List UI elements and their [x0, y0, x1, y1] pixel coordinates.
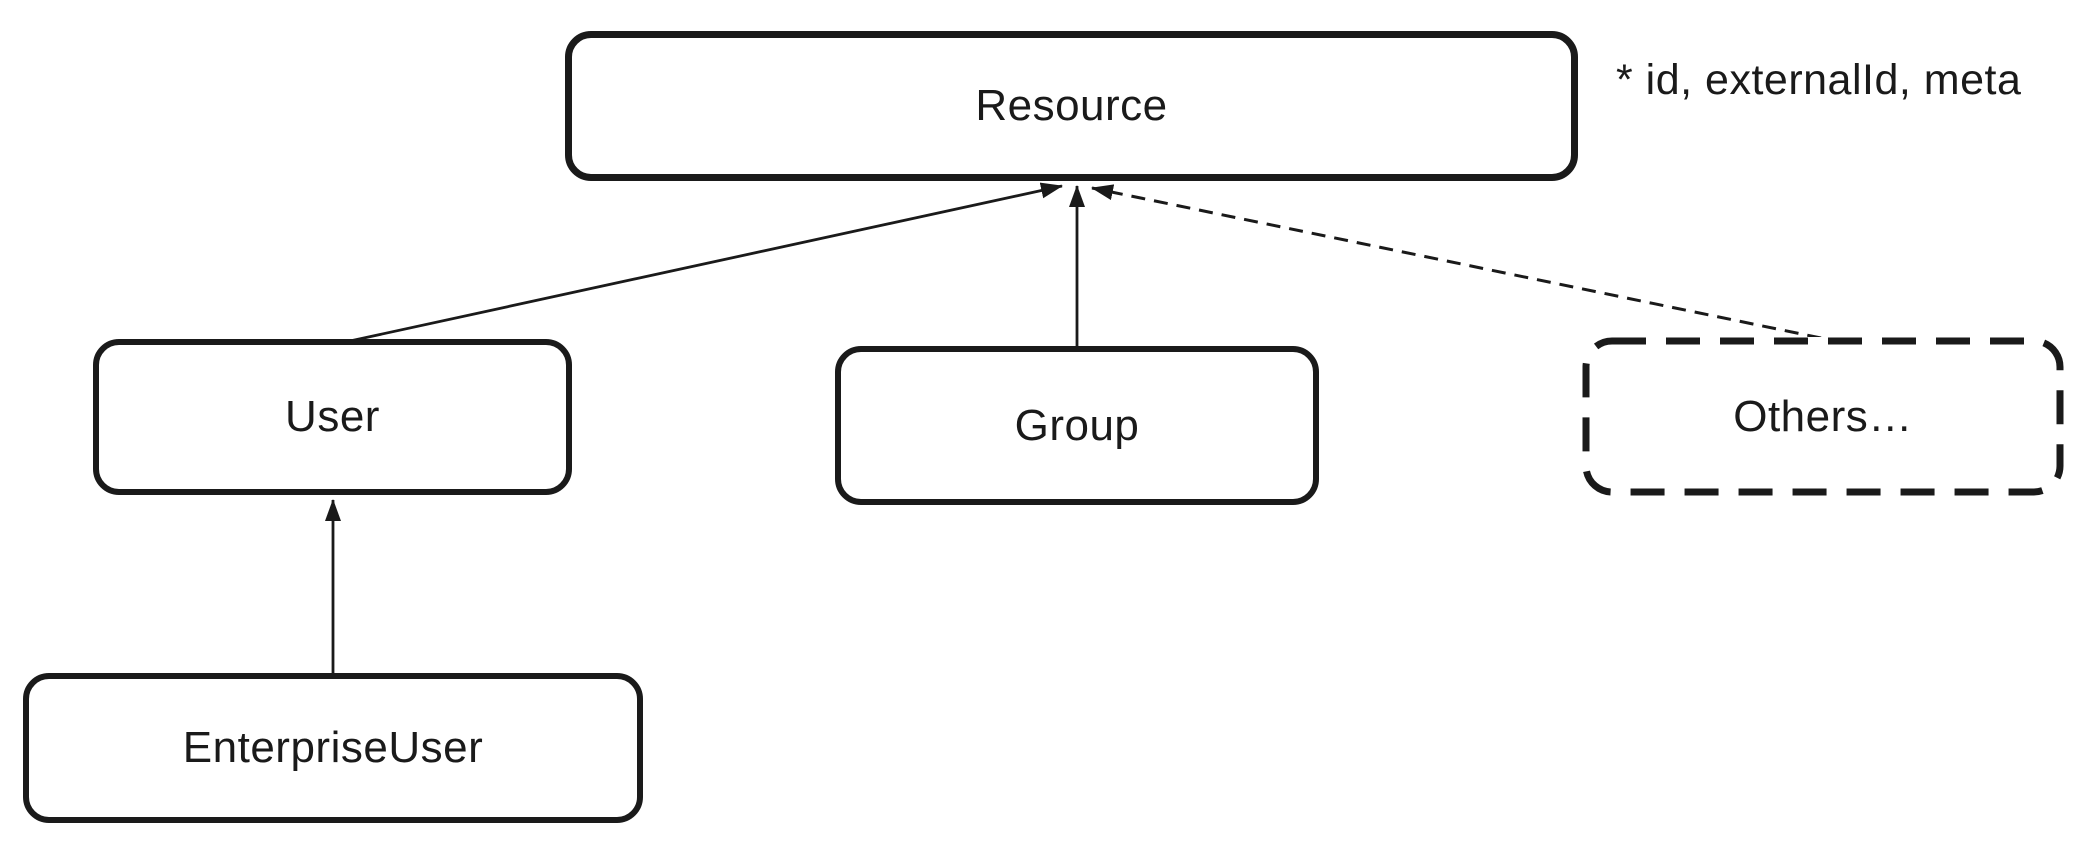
node-group: Group	[835, 346, 1319, 505]
node-others: Others…	[1582, 337, 2064, 496]
node-user: User	[93, 339, 572, 495]
node-user-label: User	[285, 392, 380, 441]
edge-others-to-resource	[1091, 184, 1822, 340]
node-enterprise-user: EnterpriseUser	[23, 673, 643, 823]
node-group-label: Group	[1014, 400, 1140, 450]
node-resource-label: Resource	[975, 81, 1168, 130]
node-others-dashed-border	[1582, 337, 2064, 496]
common-attributes-annotation: * id, externalId, meta	[1616, 56, 2022, 104]
node-others-label: Others…	[1733, 391, 1913, 441]
node-resource: Resource	[565, 31, 1578, 181]
node-enterprise-user-label: EnterpriseUser	[182, 723, 484, 772]
edge-user-to-resource	[349, 182, 1063, 343]
